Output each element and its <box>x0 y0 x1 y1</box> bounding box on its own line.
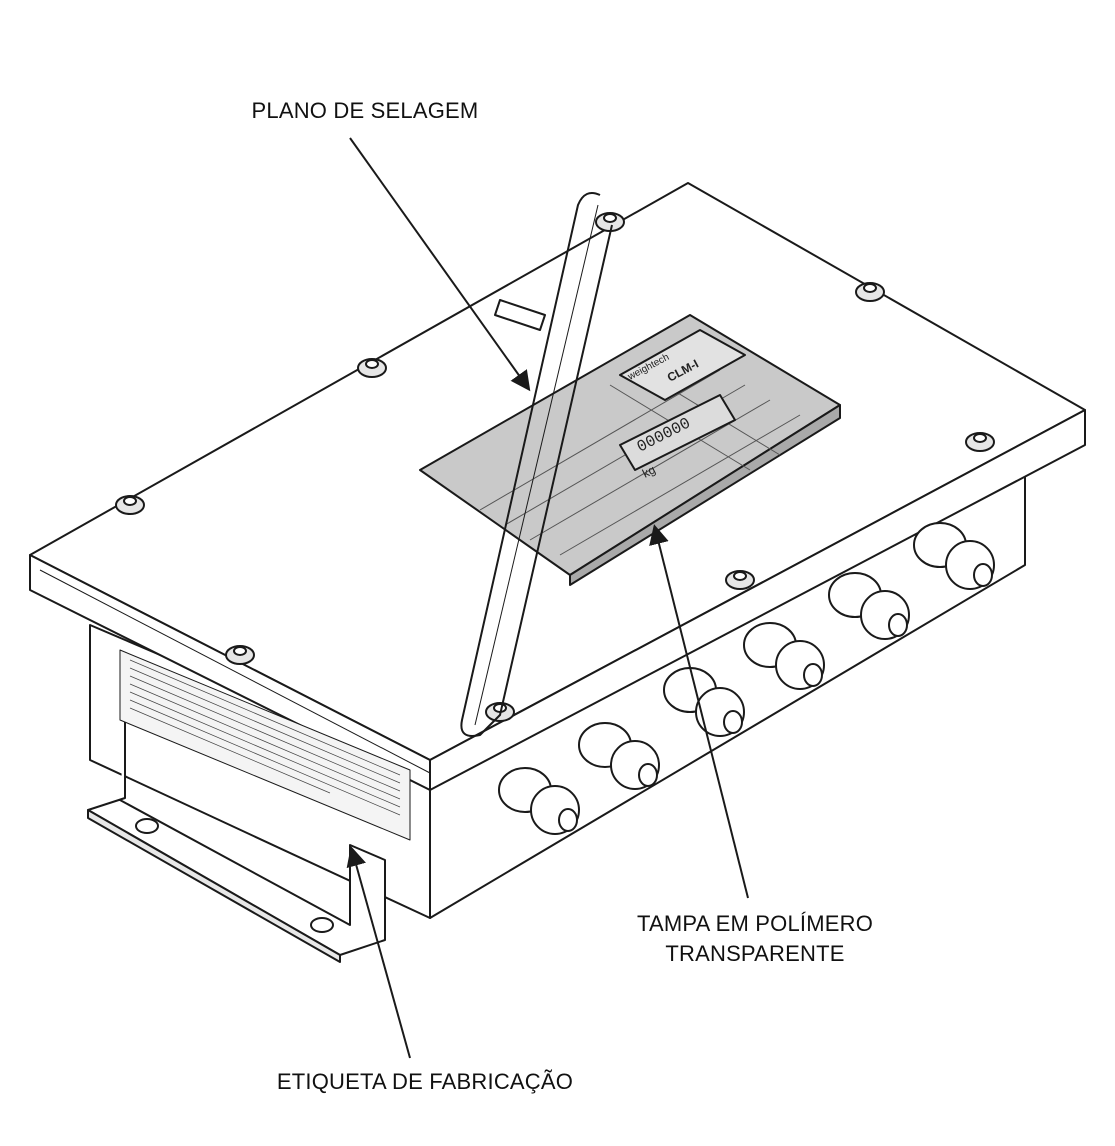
leader-plano <box>349 137 531 392</box>
leader-etiqueta <box>346 846 411 1059</box>
gland-5 <box>828 572 910 640</box>
screw-2 <box>855 282 885 302</box>
cable-glands <box>498 522 995 835</box>
screw-4 <box>965 432 995 452</box>
screw-7 <box>225 645 255 665</box>
leader-tampa <box>649 524 749 899</box>
callout-cover-line2: TRANSPARENTE <box>665 941 845 966</box>
display-unit: kg <box>640 462 658 480</box>
lid-screws <box>115 212 995 722</box>
screw-6 <box>725 570 755 590</box>
screw-5 <box>115 495 145 515</box>
brand-plate <box>619 329 746 401</box>
display-window <box>619 394 736 471</box>
callout-transparent-cover: TAMPA EM POLÍMERO TRANSPARENTE <box>590 909 920 969</box>
gland-3 <box>663 667 745 737</box>
gland-2 <box>578 722 660 790</box>
callout-sealing-plane-text: PLANO DE SELAGEM <box>251 98 479 123</box>
callout-sealing-plane: PLANO DE SELAGEM <box>200 96 530 126</box>
sealing-wire <box>460 192 613 737</box>
gland-6 <box>913 522 995 590</box>
lid-edge-side <box>429 409 1086 791</box>
callout-manufacturing-label: ETIQUETA DE FABRICAÇÃO <box>215 1067 635 1097</box>
gland-4 <box>743 622 825 690</box>
callout-manufacturing-label-text: ETIQUETA DE FABRICAÇÃO <box>276 1069 574 1094</box>
screw-3 <box>357 358 387 378</box>
manufacturing-label <box>119 649 411 841</box>
gland-1 <box>498 767 580 835</box>
callout-cover-line1: TAMPA EM POLÍMERO <box>636 911 874 936</box>
mounting-bracket <box>87 720 386 956</box>
screw-1 <box>595 212 625 232</box>
